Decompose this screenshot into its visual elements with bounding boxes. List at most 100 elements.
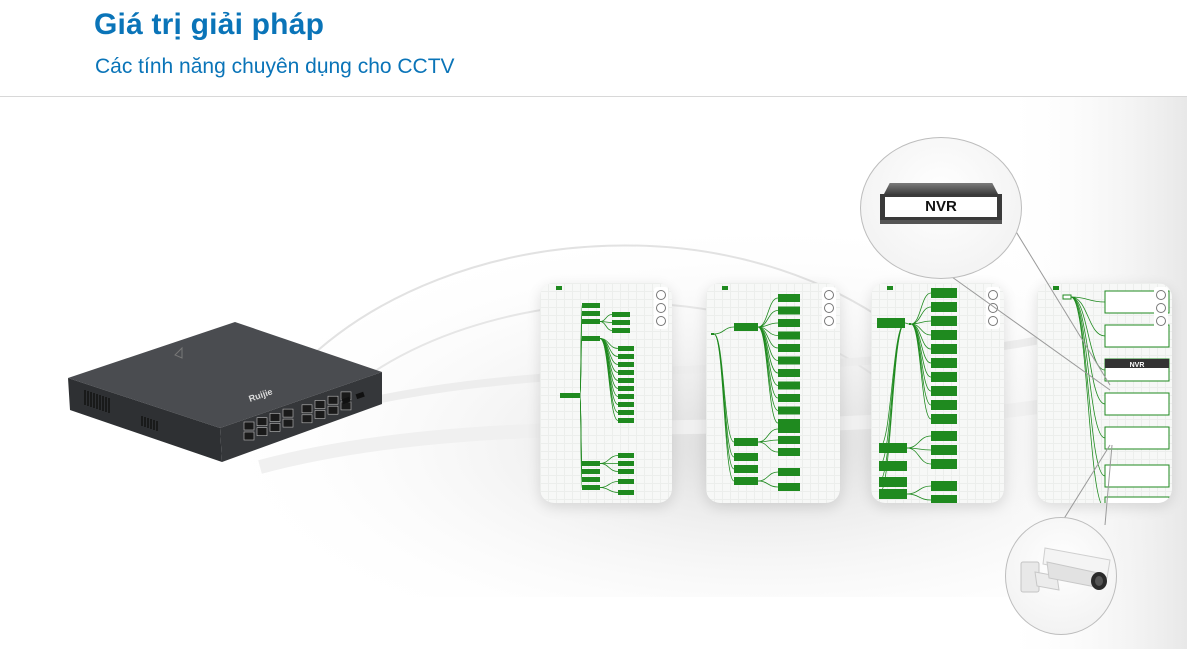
- topology-node[interactable]: [1104, 290, 1170, 314]
- topology-node[interactable]: [931, 431, 957, 441]
- topology-link: [910, 323, 932, 364]
- topology-node[interactable]: [1104, 392, 1170, 416]
- topology-node[interactable]: [931, 288, 957, 298]
- topology-node[interactable]: [879, 461, 907, 471]
- tab-marker[interactable]: [722, 286, 728, 290]
- topology-node[interactable]: [778, 483, 800, 491]
- locate-icon[interactable]: [656, 290, 666, 300]
- topology-node[interactable]: [931, 330, 957, 340]
- topology-node[interactable]: [734, 438, 758, 446]
- center-icon[interactable]: [824, 303, 834, 313]
- topology-node[interactable]: [618, 410, 634, 415]
- refresh-icon[interactable]: [988, 316, 998, 326]
- topology-node[interactable]: [879, 489, 907, 499]
- topology-node[interactable]: [582, 477, 600, 482]
- topology-node[interactable]: [618, 469, 634, 474]
- topology-node[interactable]: [734, 453, 758, 461]
- topology-node[interactable]: [778, 468, 800, 476]
- topology-panel-4[interactable]: NVR: [1037, 283, 1172, 503]
- topology-panel-3[interactable]: [871, 283, 1004, 503]
- refresh-icon[interactable]: [656, 316, 666, 326]
- topology-node[interactable]: [931, 316, 957, 326]
- topology-node[interactable]: [618, 453, 634, 458]
- topology-node[interactable]: [778, 436, 800, 444]
- topology-node[interactable]: [582, 469, 600, 474]
- topology-node[interactable]: [582, 461, 600, 466]
- tab-marker[interactable]: [556, 286, 562, 290]
- topology-node[interactable]: [778, 331, 800, 340]
- topology-node[interactable]: [931, 372, 957, 382]
- topology-node[interactable]: [931, 481, 957, 491]
- tab-marker[interactable]: [1053, 286, 1059, 290]
- topology-node[interactable]: [778, 369, 800, 377]
- center-icon[interactable]: [988, 303, 998, 313]
- topology-node[interactable]: [618, 418, 634, 423]
- topology-node[interactable]: [612, 328, 630, 333]
- topology-node[interactable]: [582, 303, 600, 308]
- topology-node[interactable]: [778, 394, 800, 402]
- topology-node[interactable]: [879, 443, 907, 453]
- topology-node[interactable]: [618, 354, 634, 359]
- topology-node[interactable]: [618, 370, 634, 375]
- center-icon[interactable]: [1156, 303, 1166, 313]
- topology-node[interactable]: [778, 381, 800, 390]
- topology-node[interactable]: [1104, 324, 1170, 348]
- locate-icon[interactable]: [1156, 290, 1166, 300]
- topology-node[interactable]: [909, 323, 911, 325]
- topology-node[interactable]: [612, 320, 630, 325]
- locate-icon[interactable]: [824, 290, 834, 300]
- nvr-label: NVR: [885, 197, 997, 217]
- topology-node[interactable]: [618, 362, 634, 367]
- topology-node[interactable]: [778, 406, 800, 415]
- topology-node[interactable]: [931, 302, 957, 312]
- topology-node[interactable]: [734, 323, 758, 331]
- topology-node[interactable]: [618, 378, 634, 383]
- topology-node[interactable]: [778, 356, 800, 365]
- topology-node[interactable]: [778, 319, 800, 327]
- topology-node[interactable]: [734, 465, 758, 473]
- topology-node[interactable]: [612, 312, 630, 317]
- topology-node[interactable]: [1104, 464, 1170, 488]
- topology-node[interactable]: [877, 318, 905, 328]
- topology-node[interactable]: [778, 448, 800, 456]
- topology-link: [1070, 296, 1102, 503]
- topology-node[interactable]: [778, 419, 800, 427]
- topology-node[interactable]: [931, 459, 957, 469]
- topology-node[interactable]: [931, 495, 957, 503]
- refresh-icon[interactable]: [1156, 316, 1166, 326]
- topology-node[interactable]: [582, 311, 600, 316]
- topology-node[interactable]: [931, 358, 957, 368]
- topology-node[interactable]: [618, 386, 634, 391]
- topology-node[interactable]: [618, 479, 634, 484]
- topology-node[interactable]: [931, 445, 957, 455]
- topology-node[interactable]: [879, 477, 907, 487]
- topology-node[interactable]: [931, 386, 957, 396]
- topology-node[interactable]: [778, 425, 800, 433]
- topology-node[interactable]: [582, 319, 600, 324]
- topology-node[interactable]: [618, 394, 634, 399]
- topology-node[interactable]: [931, 344, 957, 354]
- topology-node[interactable]: [734, 477, 758, 485]
- topology-node[interactable]: [778, 344, 800, 352]
- topology-node[interactable]: [560, 393, 580, 398]
- topology-node[interactable]: [711, 333, 714, 335]
- topology-node[interactable]: [1104, 426, 1170, 450]
- topology-node[interactable]: [618, 461, 634, 466]
- topology-node[interactable]: [618, 402, 634, 407]
- refresh-icon[interactable]: [824, 316, 834, 326]
- topology-node[interactable]: [931, 414, 957, 424]
- topology-panel-1[interactable]: [540, 283, 672, 503]
- tab-marker[interactable]: [887, 286, 893, 290]
- topology-node[interactable]: [582, 336, 600, 341]
- topology-panel-2[interactable]: [706, 283, 840, 503]
- topology-node[interactable]: [618, 490, 634, 495]
- topology-node[interactable]: [931, 400, 957, 410]
- center-icon[interactable]: [656, 303, 666, 313]
- topology-node[interactable]: [778, 306, 800, 315]
- topology-node[interactable]: [582, 485, 600, 490]
- topology-node[interactable]: [778, 294, 800, 302]
- topology-node[interactable]: [1062, 294, 1072, 300]
- locate-icon[interactable]: [988, 290, 998, 300]
- topology-node[interactable]: [618, 346, 634, 351]
- topology-node[interactable]: [1104, 496, 1170, 503]
